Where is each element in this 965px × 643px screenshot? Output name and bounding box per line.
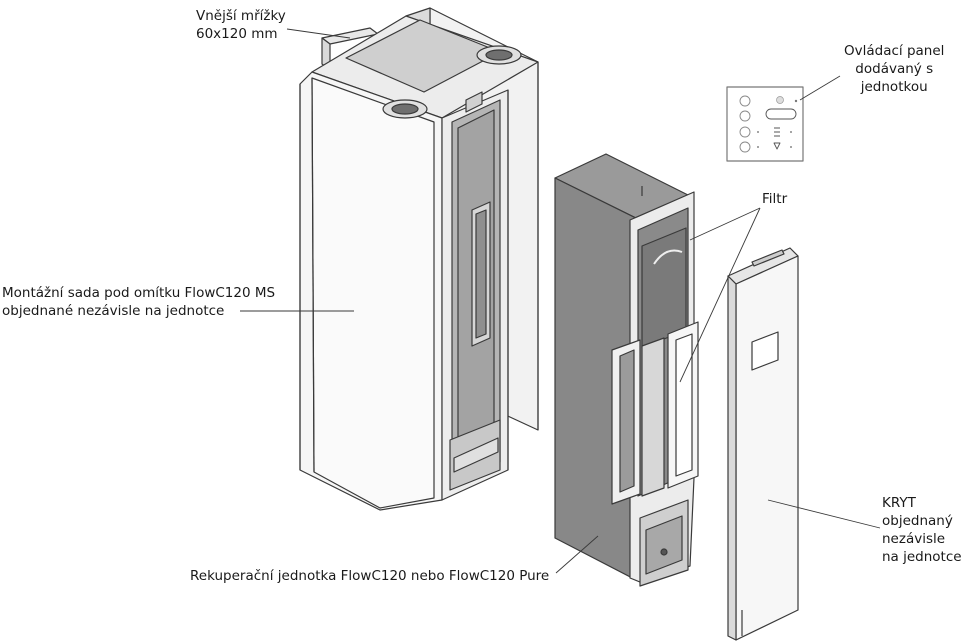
- label-filter: Filtr: [762, 191, 788, 207]
- label-control-panel: Ovládací panel dodávaný s jednotkou: [844, 43, 945, 95]
- leader-lines: [240, 28, 881, 574]
- label-mounting-kit: Montážní sada pod omítku FlowC120 MS obj…: [2, 285, 276, 319]
- control-panel: [726, 86, 804, 162]
- mounting-kit: [299, 7, 539, 511]
- cover-panel: [727, 247, 799, 641]
- label-grilles: Vnější mřížky 60x120 mm: [196, 8, 286, 42]
- recuperation-unit: [554, 153, 699, 587]
- label-recuperation-unit: Rekuperační jednotka FlowC120 nebo FlowC…: [190, 568, 550, 584]
- label-cover: KRYT objednaný nezávisle na jednotce: [882, 495, 962, 565]
